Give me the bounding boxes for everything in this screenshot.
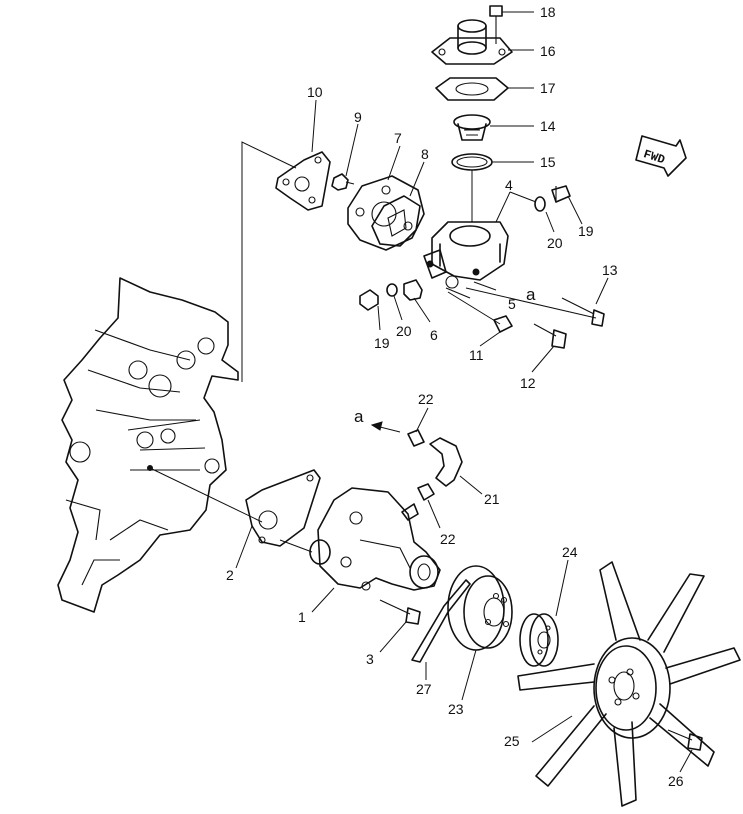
gasket-17 (435, 77, 509, 101)
callout-6: 6 (430, 327, 438, 343)
callout-19-upper: 19 (578, 223, 594, 239)
fan-25 (517, 561, 741, 807)
callout-21: 21 (484, 491, 500, 507)
gasket-2 (245, 469, 321, 547)
callout-23: 23 (448, 701, 464, 717)
fwd-label: FWD (642, 147, 667, 167)
bolt-18 (489, 5, 503, 44)
bolt-26 (667, 729, 703, 751)
gasket-10 (275, 151, 331, 211)
callout-16: 16 (540, 43, 556, 59)
callout-15: 15 (540, 154, 556, 170)
callout-27: 27 (416, 681, 432, 697)
thermostat-housing-4 (423, 221, 509, 299)
callout-18: 18 (540, 4, 556, 20)
clamp-22-upper (407, 429, 425, 447)
washer-20-lower (386, 283, 398, 297)
callout-20-lower: 20 (396, 323, 412, 339)
ring-15 (451, 153, 493, 171)
callout-7: 7 (394, 130, 402, 146)
callout-25: 25 (504, 733, 520, 749)
callout-26: 26 (668, 773, 684, 789)
callout-14: 14 (540, 118, 556, 134)
callout-20-upper: 20 (547, 235, 563, 251)
callout-2: 2 (226, 567, 234, 583)
fitting-6 (403, 279, 423, 301)
belt-27 (411, 579, 471, 663)
callout-leaders (235, 11, 693, 773)
callout-a-lower: a (354, 407, 364, 426)
callout-19-lower: 19 (374, 335, 390, 351)
callout-8: 8 (421, 146, 429, 162)
callout-10: 10 (307, 84, 323, 100)
bolt-3 (379, 599, 421, 625)
thermostat-14 (453, 114, 491, 141)
callout-22-upper: 22 (418, 391, 434, 407)
callout-3: 3 (366, 651, 374, 667)
engine-block (57, 277, 239, 613)
callout-1: 1 (298, 609, 306, 625)
plug-19-lower (359, 289, 379, 311)
plug-19-upper (551, 185, 571, 203)
hose-21 (429, 437, 463, 487)
pulley-23 (447, 565, 513, 651)
arrow-a-upper (473, 281, 497, 291)
spacer-24 (519, 613, 559, 667)
callout-24: 24 (562, 544, 578, 560)
cover-7 (347, 175, 425, 251)
callout-13: 13 (602, 262, 618, 278)
leader-line (149, 467, 263, 523)
callout-4: 4 (505, 177, 513, 193)
leader-line (241, 141, 297, 382)
leader-line (279, 539, 313, 553)
callout-a-upper: a (526, 285, 536, 304)
callout-22-lower: 22 (440, 531, 456, 547)
water-pump-1 (309, 487, 441, 591)
bolt-13 (561, 297, 605, 327)
arrowhead-a (370, 421, 383, 431)
callout-11: 11 (469, 347, 484, 363)
callout-labels: 18 16 17 14 15 10 9 7 8 4 20 19 13 5 a 1… (226, 4, 684, 789)
clamp-22-lower (417, 483, 435, 501)
callout-5: 5 (508, 296, 516, 312)
bolt-11 (493, 315, 513, 333)
callout-17: 17 (540, 80, 556, 96)
leader-line (447, 287, 597, 325)
callout-12: 12 (520, 375, 536, 391)
callout-9: 9 (354, 109, 362, 125)
thermostat-cover-16 (431, 19, 513, 65)
gasket-8 (371, 195, 421, 247)
bolt-12 (533, 323, 567, 349)
bolt-9 (331, 173, 355, 191)
washer-20-upper (534, 196, 546, 212)
fwd-arrow: FWD (635, 135, 687, 177)
